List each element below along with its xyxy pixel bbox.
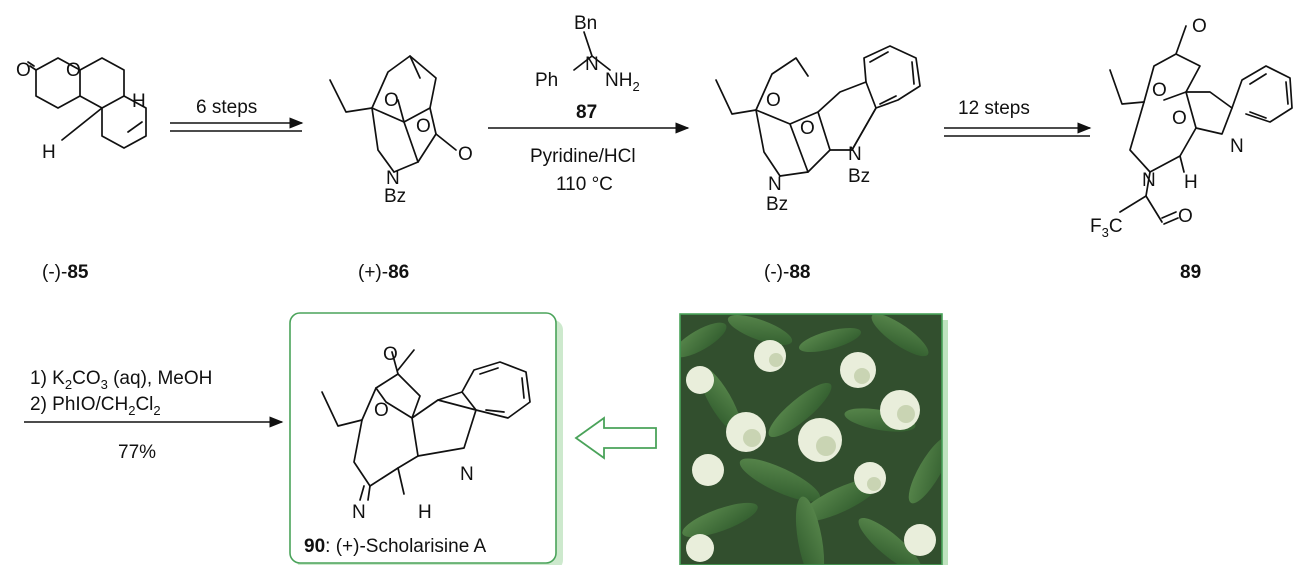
arrow-1-label: 6 steps [196, 97, 257, 118]
compound-90-box [289, 312, 563, 565]
atom-o-89a: O [1192, 16, 1207, 37]
reagent-87-n: N [585, 54, 599, 75]
atom-h-90: H [418, 502, 432, 523]
atom-n-89b: N [1142, 170, 1156, 191]
reagent-87-nh2: NH2 [605, 70, 640, 94]
atom-n-90a: N [460, 464, 474, 485]
structure-86 [329, 55, 457, 173]
reagent-87-number: 87 [576, 102, 597, 123]
arrow-4-yield: 77% [118, 442, 156, 463]
arrow-1 [170, 117, 304, 132]
atom-h-85a: H [132, 91, 146, 112]
atom-o-88b: O [800, 118, 815, 139]
atom-n-89a: N [1230, 136, 1244, 157]
reagent-87-ph: Ph [535, 70, 558, 91]
plant-photo [679, 313, 948, 565]
atom-n-88b: N [768, 174, 782, 195]
atom-n-90b: N [352, 502, 366, 523]
atom-bz-88b: Bz [766, 194, 788, 215]
atom-o-89d: O [1178, 206, 1193, 227]
atom-f3c-89: F3C [1090, 216, 1123, 240]
atom-o-carbonyl-85: O [16, 60, 31, 81]
atom-h-85b: H [42, 142, 56, 163]
atom-o-89b: O [1152, 80, 1167, 101]
atom-o-86b: O [416, 116, 431, 137]
structure-85 [27, 57, 147, 149]
atom-n-86: N [386, 168, 400, 189]
compound-label-85: (-)-85 [42, 262, 89, 283]
reagent-87-bn: Bn [574, 13, 597, 34]
arrow-2-condition-2: 110 °C [556, 174, 613, 195]
compound-label-90: 90: (+)-Scholarisine A [304, 536, 487, 557]
compound-label-86: (+)-86 [358, 262, 409, 283]
atom-o-86c: O [458, 144, 473, 165]
arrow-2-condition-1: Pyridine/HCl [530, 146, 636, 167]
atom-h-89: H [1184, 172, 1198, 193]
reagent-87: Bn Ph N NH2 87 [535, 13, 640, 123]
atom-o-90a: O [383, 344, 398, 365]
atom-o-ring-85: O [66, 60, 81, 81]
compound-label-88: (-)-88 [764, 262, 810, 283]
atom-o-89c: O [1172, 108, 1187, 129]
arrow-3-label: 12 steps [958, 98, 1030, 119]
arrow-4-step-1: 1) K2CO3 (aq), MeOH [30, 368, 212, 392]
atom-o-90b: O [374, 400, 389, 421]
atom-bz-86: Bz [384, 186, 406, 207]
structure-89 [1109, 25, 1293, 225]
structure-90 [321, 349, 531, 501]
arrow-3 [944, 122, 1092, 137]
arrow-2 [488, 31, 690, 134]
atom-n-88a: N [848, 144, 862, 165]
atom-o-88a: O [766, 90, 781, 111]
compound-label-89: 89 [1180, 262, 1201, 283]
arrow-4-step-2: 2) PhIO/CH2Cl2 [30, 394, 161, 418]
atom-bz-88a: Bz [848, 166, 870, 187]
atom-o-86a: O [384, 90, 399, 111]
hollow-arrow-icon [574, 416, 657, 460]
structure-88 [715, 45, 921, 177]
